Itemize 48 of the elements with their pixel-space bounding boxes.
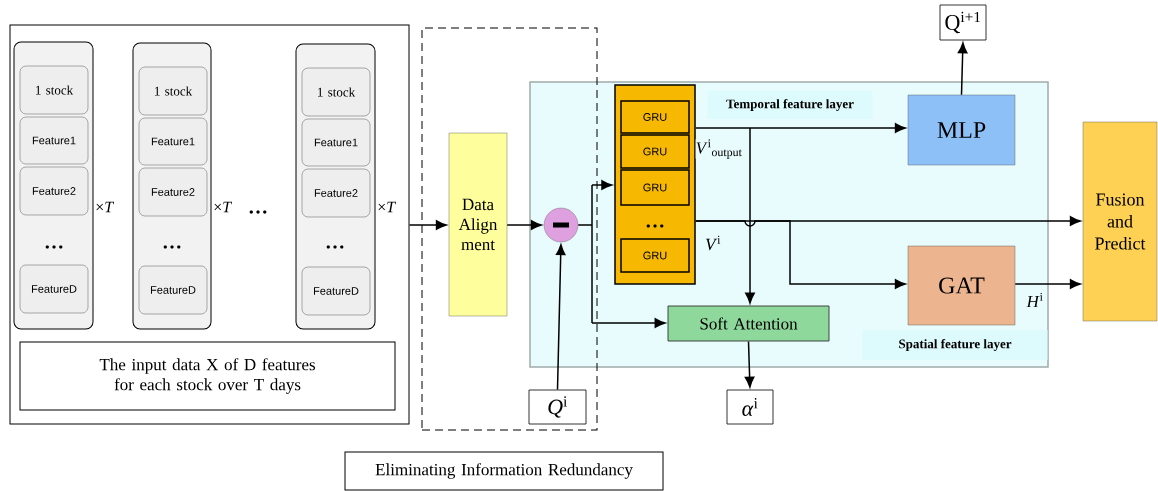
variable-box: α$^{i}$ <box>726 389 774 425</box>
ellipsis-label: … <box>326 245 344 249</box>
arrow <box>408 220 447 230</box>
process-box: Data Align ment <box>448 132 508 317</box>
arrow <box>744 340 755 388</box>
caption-box: The input data X of D features for each stock over T days <box>19 341 396 411</box>
stock-box: 1 stock <box>301 67 371 117</box>
feature-box: Feature1 <box>138 117 208 166</box>
process-box: Soft Attention <box>667 305 830 342</box>
process-box: MLP <box>907 94 1016 166</box>
arrow <box>695 123 906 304</box>
arrow <box>695 220 906 289</box>
multiplier-label: ×T <box>96 201 115 213</box>
arrow <box>957 42 968 96</box>
feature-box: FeatureD <box>138 265 208 315</box>
feature-box: FeatureD <box>301 266 371 316</box>
feature-box: Feature1 <box>301 118 371 167</box>
process-box: Fusion and Predict <box>1082 121 1158 322</box>
dashed-region <box>421 27 598 431</box>
ellipsis-label: … <box>249 210 267 214</box>
layer-label: Spatial feature layer <box>862 330 1048 360</box>
ellipsis-label: … <box>163 245 181 249</box>
arrow <box>1014 279 1081 289</box>
input-panel <box>9 24 410 425</box>
ellipsis-label: … <box>646 224 664 228</box>
variable-box: Q$^{i}$ <box>528 389 587 425</box>
multiplier-label: ×T <box>378 201 397 213</box>
arrow <box>577 180 666 328</box>
ellipsis-label: … <box>45 245 63 249</box>
layer-label: Temporal feature layer <box>707 91 873 119</box>
arrow <box>555 244 566 391</box>
stock-box: 1 stock <box>138 66 208 116</box>
multiplier-label: ×T <box>214 201 233 213</box>
feature-box: Feature2 <box>19 166 89 216</box>
feature-box: Feature2 <box>138 167 208 217</box>
gru-box: GRU <box>620 100 690 134</box>
gru-box: GRU <box>620 169 690 206</box>
feature-box: Feature2 <box>301 168 371 218</box>
gru-box: GRU <box>620 238 690 273</box>
gru-box: GRU <box>620 134 690 169</box>
variable-box: Q$^{i+1}$ <box>939 4 987 41</box>
stock-box: 1 stock <box>19 65 89 115</box>
arrow <box>506 220 542 230</box>
feature-box: Feature1 <box>19 116 89 165</box>
caption-box: Eliminating Information Redundancy <box>344 451 664 491</box>
edge-label: V$^{i}$output <box>695 139 743 159</box>
feature-box: FeatureD <box>19 264 89 314</box>
process-box: GAT <box>907 245 1016 326</box>
